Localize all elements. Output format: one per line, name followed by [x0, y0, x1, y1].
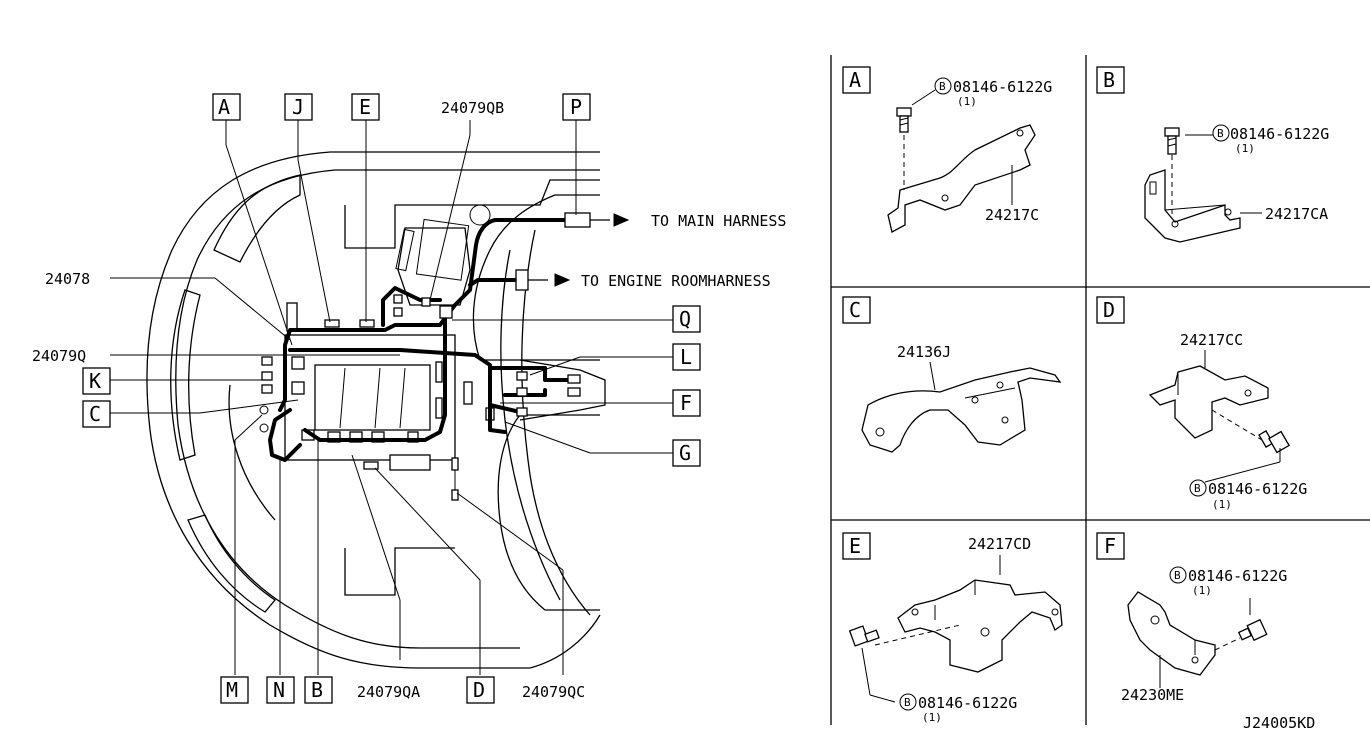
letter-box-Q: Q: [672, 305, 701, 333]
svg-text:L: L: [680, 345, 692, 369]
svg-text:K: K: [89, 369, 101, 393]
part-24079QB: 24079QB: [441, 99, 504, 117]
svg-text:M: M: [226, 678, 238, 702]
svg-text:B: B: [1217, 127, 1224, 140]
svg-text:B: B: [939, 80, 946, 93]
part-24078: 24078: [45, 270, 90, 288]
bolt-qty-F: (1): [1192, 584, 1212, 597]
svg-text:B: B: [1103, 68, 1115, 92]
junction-box: [259, 204, 495, 471]
panel-E: E 24217CD B 08146-6122G (1): [842, 532, 1063, 724]
svg-text:B: B: [1174, 569, 1181, 582]
arrow-to-engine-harness: [554, 273, 571, 287]
part-24217CD: 24217CD: [968, 535, 1031, 553]
letter-box-B: B: [304, 676, 333, 704]
svg-text:F: F: [1104, 534, 1116, 558]
letter-box-N: N: [266, 676, 295, 704]
svg-text:D: D: [473, 678, 485, 702]
harness-wires: [268, 212, 610, 501]
letter-box-J: J: [284, 93, 313, 121]
panel-letter-B: B: [1096, 66, 1125, 94]
svg-text:A: A: [218, 95, 230, 119]
bolt-number-E: 08146-6122G: [918, 694, 1017, 712]
svg-text:B: B: [904, 696, 911, 709]
svg-text:P: P: [570, 95, 582, 119]
letter-box-A: A: [212, 93, 241, 121]
part-24079QA: 24079QA: [357, 683, 420, 701]
letter-box-L: L: [672, 343, 701, 371]
bolt-mark-E: B: [899, 693, 917, 711]
bolt-qty-A: (1): [957, 95, 977, 108]
bolt-icon: [848, 625, 880, 647]
letter-box-F: F: [672, 389, 701, 417]
letter-box-K: K: [82, 367, 111, 395]
panel-B: B B 08146-6122G (1) 24217CA: [1096, 66, 1329, 243]
svg-text:C: C: [89, 402, 101, 426]
letter-box-M: M: [220, 676, 249, 704]
bolt-number-B: 08146-6122G: [1230, 125, 1329, 143]
bolt-icon: [896, 107, 912, 133]
part-24079Q: 24079Q: [32, 347, 86, 365]
part-24079QC: 24079QC: [522, 683, 585, 701]
bolt-number-A: 08146-6122G: [953, 78, 1052, 96]
svg-text:E: E: [359, 95, 371, 119]
svg-text:J: J: [292, 95, 304, 119]
panel-D: D 24217CC B 08146-6122G (1): [1096, 296, 1307, 511]
letter-box-D: D: [466, 676, 495, 704]
panel-grid: [830, 55, 1370, 725]
svg-text:Q: Q: [679, 307, 691, 331]
bolt-mark-A: B: [934, 77, 952, 95]
part-24217C: 24217C: [985, 206, 1039, 224]
panel-C: C 24136J: [842, 296, 1062, 453]
letter-box-E: E: [351, 93, 380, 121]
svg-text:B: B: [1194, 482, 1201, 495]
svg-text:N: N: [273, 678, 285, 702]
to-main-harness-label: TO MAIN HARNESS: [651, 212, 786, 230]
svg-text:B: B: [311, 678, 323, 702]
bolt-mark-B: B: [1212, 124, 1230, 142]
leader-lines: [110, 120, 673, 675]
panel-letter-D: D: [1096, 296, 1125, 324]
arrow-to-main-harness: [613, 213, 630, 227]
letter-box-G: G: [672, 439, 701, 467]
svg-text:D: D: [1103, 298, 1115, 322]
panel-F: F B 08146-6122G (1) 24230ME: [1096, 532, 1287, 704]
bolt-number-F: 08146-6122G: [1188, 567, 1287, 585]
panel-letter-F: F: [1096, 532, 1125, 560]
letter-box-C: C: [82, 400, 111, 428]
vehicle-floor-outline: [146, 151, 606, 669]
bolt-qty-B: (1): [1235, 142, 1255, 155]
panel-letter-C: C: [842, 296, 871, 324]
svg-text:F: F: [680, 391, 692, 415]
svg-text:E: E: [849, 534, 861, 558]
part-24217CA: 24217CA: [1265, 205, 1328, 223]
svg-text:A: A: [849, 68, 861, 92]
bolt-qty-E: (1): [922, 711, 942, 724]
bolt-mark-F: B: [1169, 566, 1187, 584]
bolt-icon: [1164, 127, 1180, 155]
svg-text:G: G: [679, 441, 691, 465]
panel-A: A B 08146-6122G (1) 24217C: [842, 66, 1052, 233]
part-24136J: 24136J: [897, 343, 951, 361]
bolt-icon: [1237, 618, 1268, 642]
bolt-mark-D: B: [1189, 479, 1207, 497]
bolt-number-D: 08146-6122G: [1208, 480, 1307, 498]
panel-letter-E: E: [842, 532, 871, 560]
part-24230ME: 24230ME: [1121, 686, 1184, 704]
letter-box-P: P: [562, 93, 591, 121]
to-engine-room-harness-label: TO ENGINE ROOMHARNESS: [581, 272, 771, 290]
bolt-icon: [1258, 430, 1290, 454]
diagram-id: J24005KD: [1243, 714, 1315, 732]
part-24217CC: 24217CC: [1180, 331, 1243, 349]
panel-letter-A: A: [842, 66, 871, 94]
svg-text:C: C: [849, 298, 861, 322]
bolt-qty-D: (1): [1212, 498, 1232, 511]
